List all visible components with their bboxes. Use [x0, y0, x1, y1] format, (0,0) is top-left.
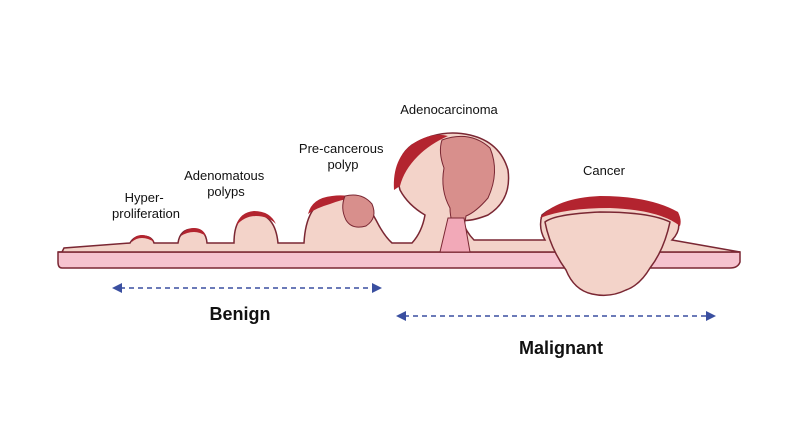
label-precancerous-polyp-line2: polyp: [327, 157, 358, 172]
label-adenocarcinoma: Adenocarcinoma: [400, 102, 498, 117]
malignant-arrow-right-head: [706, 311, 716, 321]
label-hyperproliferation: Hyper- proliferation: [112, 190, 180, 221]
benign-range-arrow: [112, 283, 382, 293]
benign-arrow-right-head: [372, 283, 382, 293]
label-cancer: Cancer: [583, 163, 626, 178]
label-precancerous-polyp-line1: Pre-cancerous: [299, 141, 384, 156]
hyperproliferation-crown: [132, 235, 154, 242]
small-polyp-crown: [236, 211, 276, 226]
label-adenomatous-polyps-line1: Adenomatous: [184, 168, 265, 183]
label-adenomatous-polyps: Adenomatous polyps: [184, 168, 268, 199]
adenocarcinoma-stalk: [439, 217, 471, 253]
benign-arrow-left-head: [112, 283, 122, 293]
precancerous-inner-tissue: [342, 194, 375, 228]
invasive-cancer-mass: [544, 211, 671, 297]
label-hyperproliferation-line2: proliferation: [112, 206, 180, 221]
adenocarcinoma-crown: [393, 134, 448, 190]
label-hyperproliferation-line1: Hyper-: [125, 190, 164, 205]
adenoma-crown: [181, 228, 206, 236]
label-adenomatous-polyps-line2: polyps: [207, 184, 245, 199]
precancerous-crown: [308, 195, 352, 214]
label-precancerous-polyp: Pre-cancerous polyp: [299, 141, 387, 172]
malignant-range-arrow: [396, 311, 716, 321]
label-malignant: Malignant: [519, 338, 603, 358]
cancer-crown: [540, 196, 681, 226]
label-benign: Benign: [210, 304, 271, 324]
malignant-arrow-left-head: [396, 311, 406, 321]
